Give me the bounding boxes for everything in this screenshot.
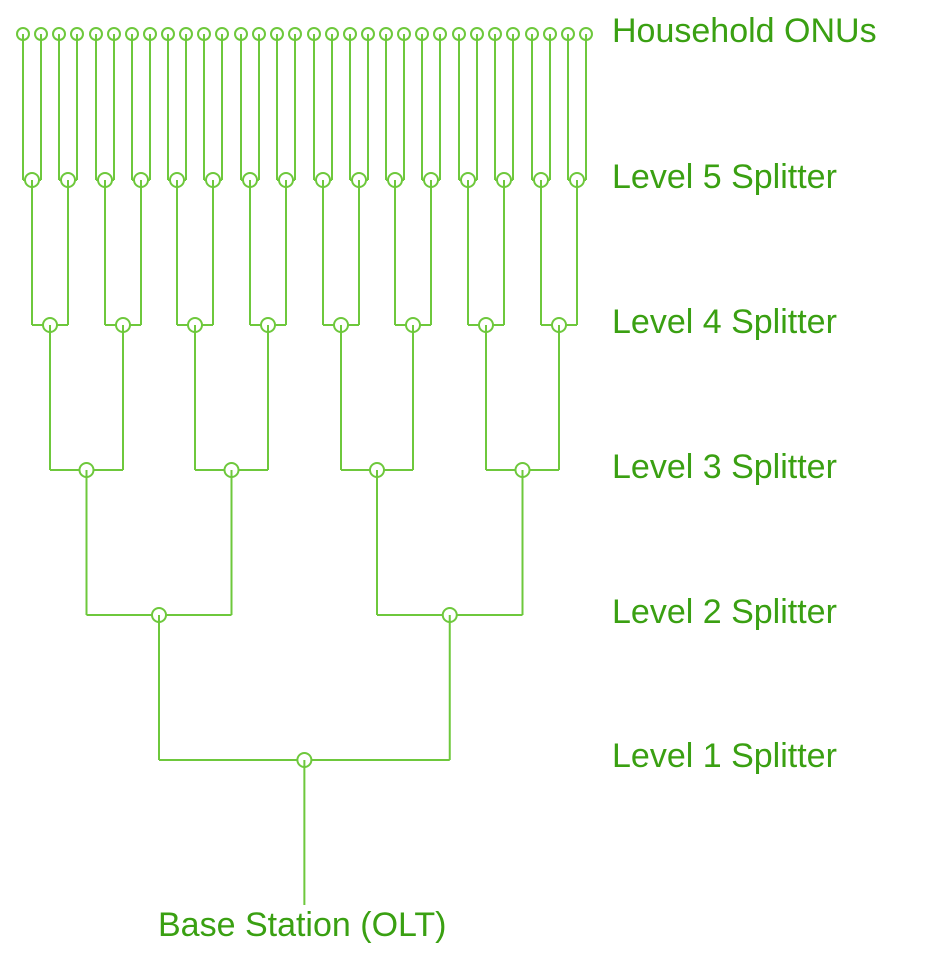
household-onu-node	[215, 27, 229, 41]
household-onu-node	[397, 27, 411, 41]
level-labels: Household ONUs Level 5 Splitter Level 4 …	[612, 12, 877, 775]
level-5-splitter-label: Level 5 Splitter	[612, 158, 837, 196]
household-onus-label: Household ONUs	[612, 12, 877, 50]
level-5-splitter-node	[569, 172, 585, 188]
household-onu-node	[506, 27, 520, 41]
household-onu-node	[415, 27, 429, 41]
household-onu-node	[325, 27, 339, 41]
level-5-splitter-node	[315, 172, 331, 188]
base-station-label: Base Station (OLT)	[158, 906, 447, 944]
level-4-splitter-node	[115, 317, 131, 333]
level-5-splitter-node	[423, 172, 439, 188]
household-onu-node	[452, 27, 466, 41]
level-5-splitter-node	[278, 172, 294, 188]
level-5-splitter-node	[169, 172, 185, 188]
household-onu-node	[34, 27, 48, 41]
level-2-splitter-label: Level 2 Splitter	[612, 593, 837, 631]
household-onu-node	[270, 27, 284, 41]
level-5-splitter-node	[97, 172, 113, 188]
level-3-splitter-node	[369, 462, 385, 478]
level-4-splitter-node	[551, 317, 567, 333]
fiber-links	[22, 34, 587, 905]
household-onu-node	[379, 27, 393, 41]
household-onu-node	[433, 27, 447, 41]
level-4-splitter-label: Level 4 Splitter	[612, 303, 837, 341]
level-4-splitter-node	[260, 317, 276, 333]
household-onu-node	[525, 27, 539, 41]
household-onu-node	[70, 27, 84, 41]
household-onu-node	[288, 27, 302, 41]
household-onu-node	[16, 27, 30, 41]
level-4-splitter-node	[187, 317, 203, 333]
level-5-splitter-node	[205, 172, 221, 188]
household-onu-node	[161, 27, 175, 41]
level-5-splitter-node	[460, 172, 476, 188]
household-onu-node	[89, 27, 103, 41]
level-5-splitter-node	[242, 172, 258, 188]
level-3-splitter-node	[223, 462, 240, 478]
level-5-splitter-node	[351, 172, 367, 188]
household-onu-node	[307, 27, 321, 41]
household-onu-node	[125, 27, 139, 41]
level-5-splitter-node	[133, 172, 149, 188]
household-onu-node	[143, 27, 157, 41]
level-1-splitter-label: Level 1 Splitter	[612, 737, 837, 775]
household-onu-node	[179, 27, 193, 41]
level-4-splitter-node	[478, 317, 494, 333]
household-onu-node	[107, 27, 121, 41]
household-onu-node	[561, 27, 575, 41]
splitter-nodes	[16, 27, 593, 768]
level-3-splitter-node	[514, 462, 531, 478]
household-onu-node	[579, 27, 593, 41]
household-onu-node	[361, 27, 375, 41]
level-4-splitter-node	[405, 317, 421, 333]
level-3-splitter-label: Level 3 Splitter	[612, 448, 837, 486]
household-onu-node	[488, 27, 502, 41]
household-onu-node	[252, 27, 266, 41]
level-3-splitter-node	[78, 462, 95, 478]
level-5-splitter-node	[533, 172, 549, 188]
household-onu-node	[197, 27, 211, 41]
household-onu-node	[234, 27, 248, 41]
household-onu-node	[343, 27, 357, 41]
level-5-splitter-node	[387, 172, 403, 188]
level-2-splitter-node	[151, 607, 167, 623]
level-5-splitter-node	[24, 172, 40, 188]
household-onu-node	[543, 27, 557, 41]
level-4-splitter-node	[333, 317, 349, 333]
level-1-splitter-node	[296, 752, 313, 768]
household-onu-node	[52, 27, 66, 41]
level-5-splitter-node	[60, 172, 76, 188]
level-4-splitter-node	[42, 317, 58, 333]
household-onu-node	[470, 27, 484, 41]
level-5-splitter-node	[496, 172, 512, 188]
level-2-splitter-node	[441, 607, 458, 623]
